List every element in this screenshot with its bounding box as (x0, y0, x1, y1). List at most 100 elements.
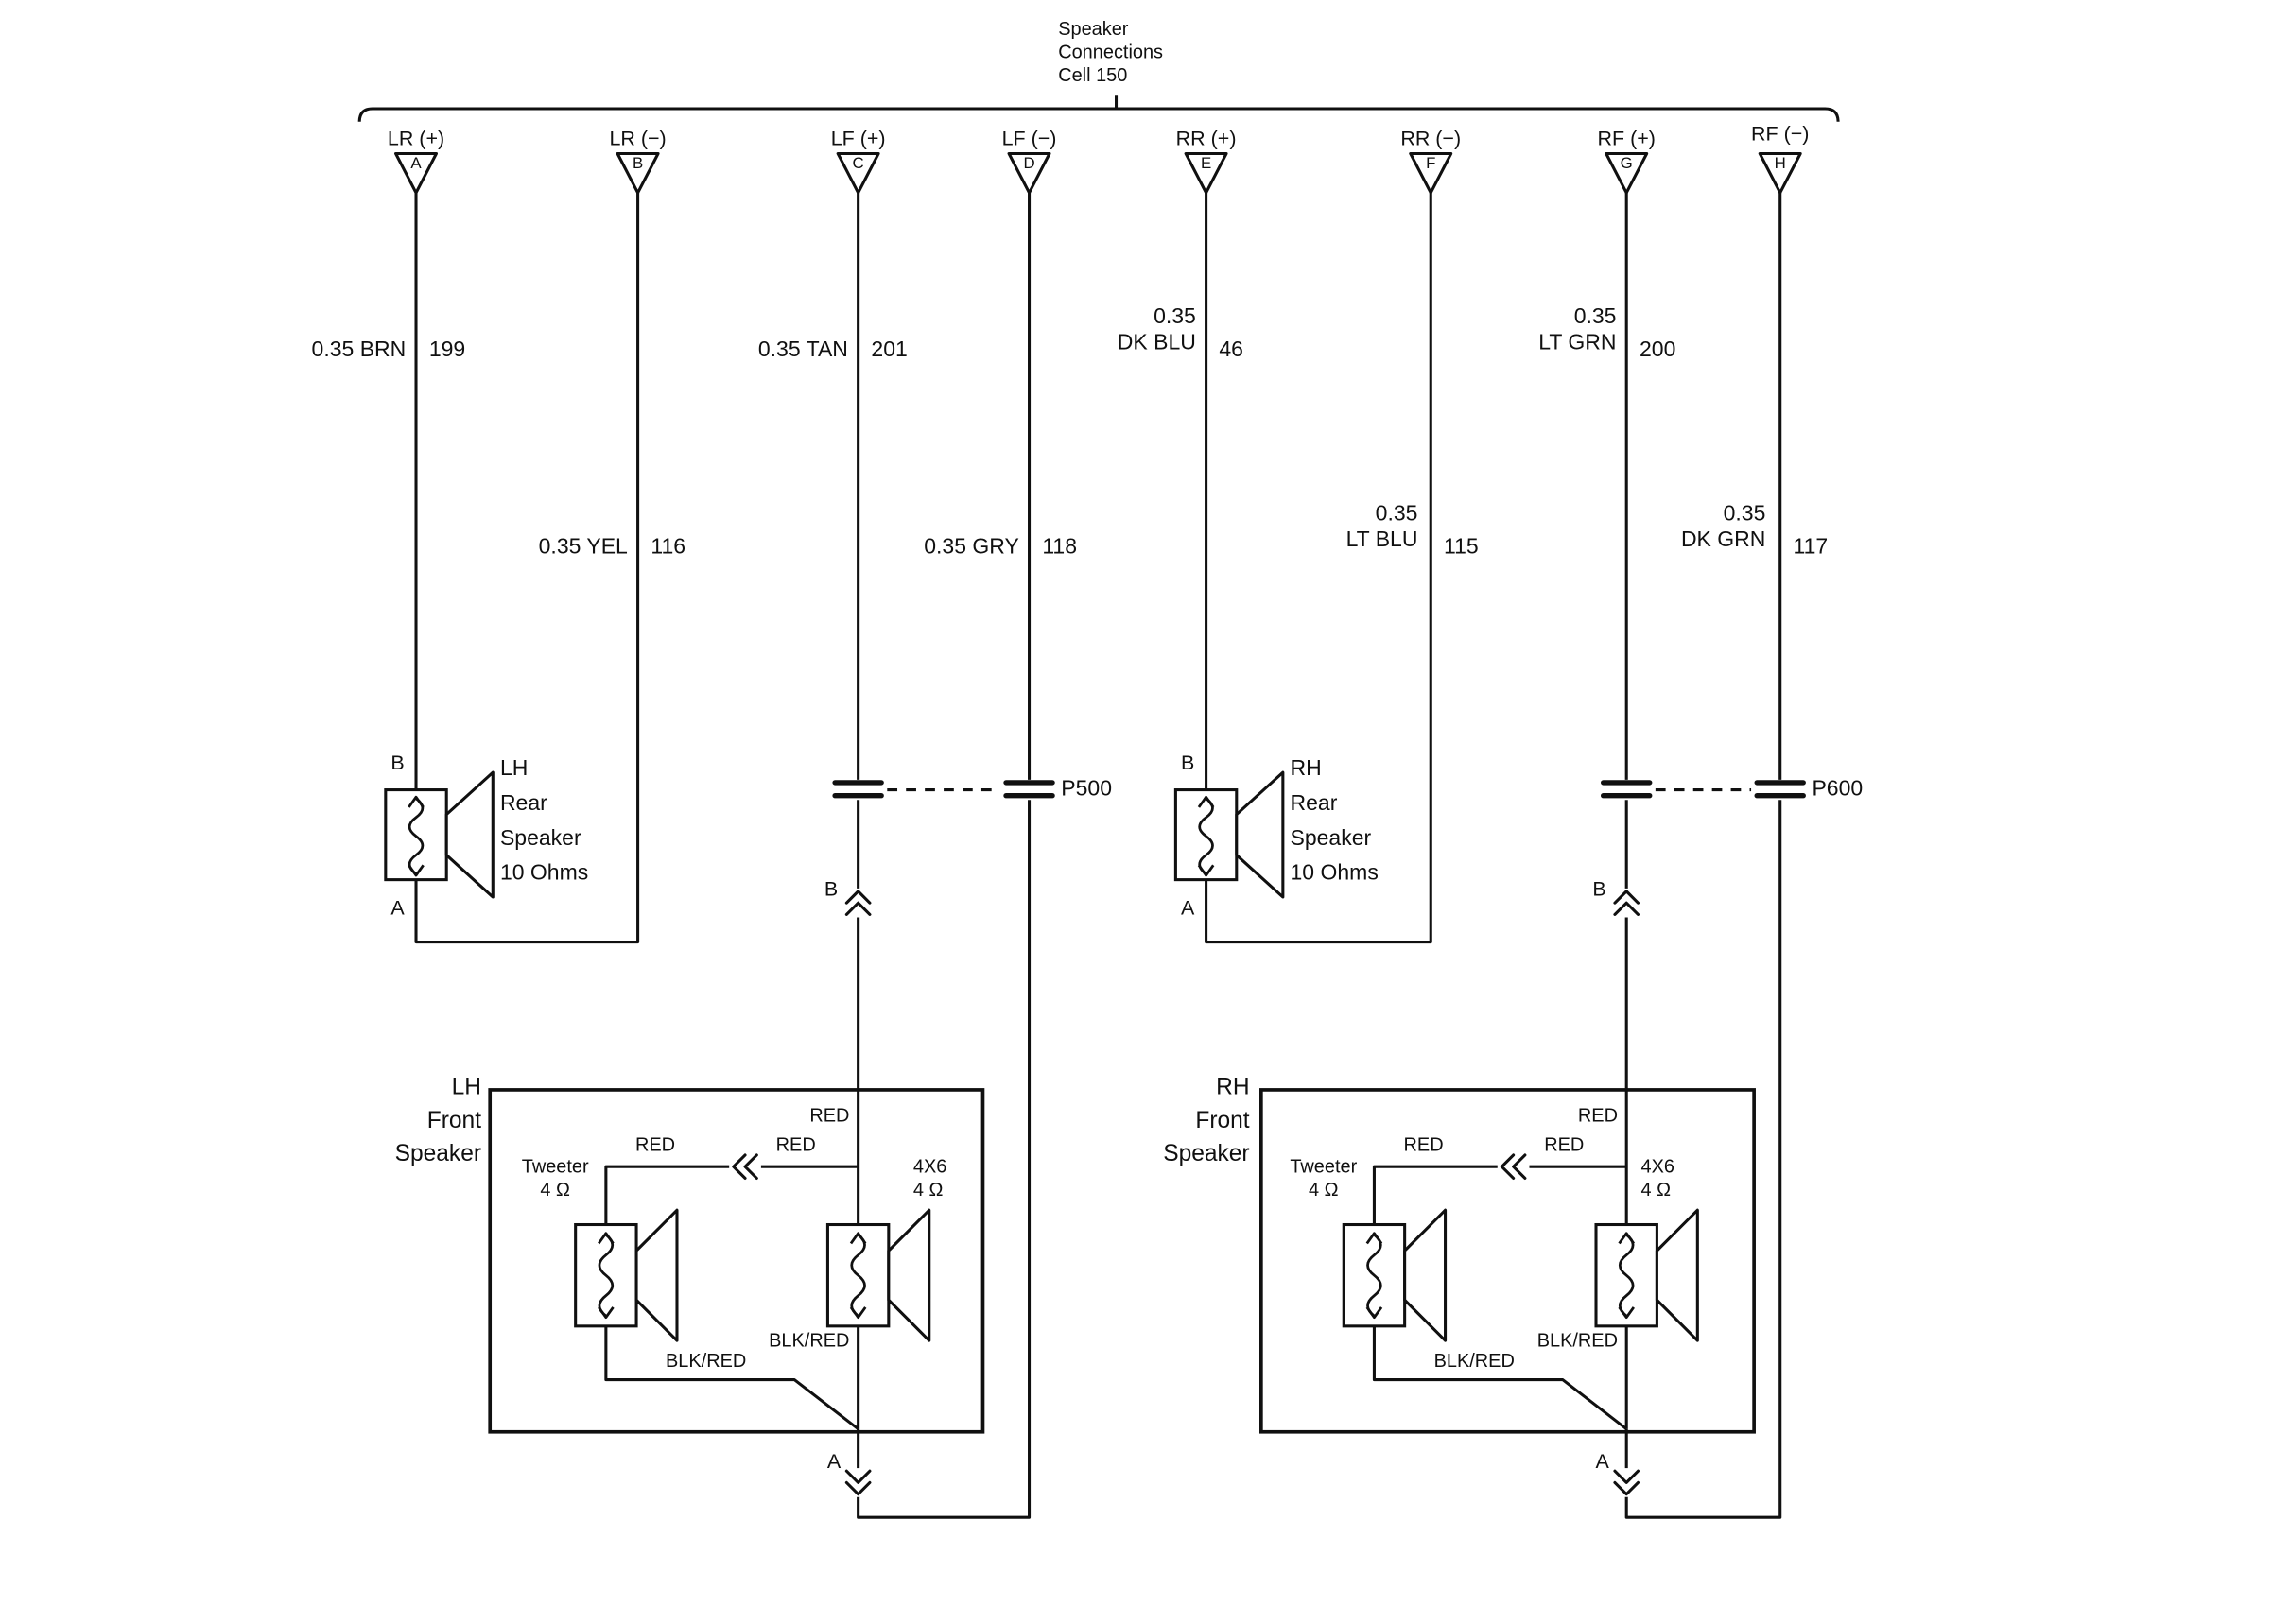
rear-rh-cone-icon (1235, 770, 1285, 899)
front-rh-tweeter-coil-icon (1366, 1234, 1382, 1318)
header-bracket (357, 95, 1840, 122)
connector-label-h: RF (−) (1751, 121, 1810, 146)
connector-label-g: RF (+) (1597, 126, 1656, 149)
front-rh-woofer-coil-arrows (1618, 1232, 1635, 1320)
inline-connector-p500 (832, 780, 1055, 799)
front-lh-tweeter-label: Tweeter 4 Ω (521, 1154, 589, 1201)
connector-label-c: LF (+) (830, 126, 886, 149)
front-lh-tweeter-coil-icon (598, 1234, 615, 1318)
front-lh-woofer-symbol (825, 1208, 931, 1342)
connector-triangle-b (616, 151, 660, 195)
p600-half-right-icon (1754, 780, 1806, 799)
front-rh-tweeter-label: Tweeter 4 Ω (1290, 1154, 1358, 1201)
rear-rh-name: RH Rear Speaker 10 Ohms (1290, 756, 1379, 886)
front-rh-wiring (1372, 1153, 1628, 1430)
front-lh-red-wire (604, 1165, 859, 1225)
wire-spec-lr-plus: 0.35 BRN (311, 337, 407, 363)
front-rh-woofer-label: 4X6 4 Ω (1640, 1154, 1675, 1201)
rear-rh-coil-arrows (1197, 795, 1215, 877)
wire-circuit-lr-minus: 116 (651, 534, 686, 560)
p500-half-right-icon (1003, 780, 1055, 799)
connector-triangle-c (836, 151, 880, 195)
break-b-lf-icon (844, 890, 872, 916)
rear-speaker-rh-symbol (1173, 770, 1285, 899)
front-rh-woofer-cone-icon (1655, 1208, 1699, 1342)
connector-pin-d: D (1023, 155, 1035, 173)
wire-rf-return (1624, 800, 1782, 1519)
front-lh-name: LH Front Speaker (394, 1075, 482, 1167)
p600-label: P600 (1812, 776, 1864, 802)
front-lh-woofer-label: 4X6 4 Ω (912, 1154, 947, 1201)
connector-pin-h: H (1774, 155, 1786, 173)
wire-circuit-rf-minus: 117 (1793, 534, 1829, 560)
wire-spec-rr-minus: 0.35 LT BLU (1345, 501, 1418, 553)
wire-circuit-rf-plus: 200 (1640, 337, 1676, 363)
front-lh-blkred-wire (604, 1325, 860, 1430)
front-rh-red-wire (1372, 1165, 1627, 1225)
rear-lh-coil-icon (408, 797, 425, 875)
front-lh-red-break-icon (732, 1153, 758, 1180)
front-rh-box (1259, 1088, 1756, 1434)
front-lh-woofer-coil-arrows (849, 1232, 867, 1320)
rear-rh-coil-icon (1198, 797, 1214, 875)
front-lh-red-vertical: RED (809, 1104, 850, 1127)
inline-connector-p600 (1600, 780, 1806, 799)
front-rh-tweeter-cone-icon (1403, 1208, 1448, 1342)
front-rh-blkred-right: BLK/RED (1536, 1328, 1619, 1351)
front-lh-tweeter-cone-icon (634, 1208, 679, 1342)
front-lh-woofer-cone-icon (887, 1208, 931, 1342)
front-lh-red-right: RED (775, 1132, 816, 1155)
rear-lh-cone-icon (444, 770, 495, 899)
connector-pin-c: C (852, 155, 864, 173)
break-b-lf-label: B (824, 876, 839, 901)
break-a-rf-label: A (1595, 1449, 1609, 1473)
rear-lh-coil-arrows (408, 795, 425, 877)
front-rh-red-vertical: RED (1577, 1104, 1619, 1127)
front-rh-woofer-coil-icon (1618, 1234, 1635, 1318)
rear-rh-terminal-a: A (1180, 895, 1195, 920)
rear-rh-terminal-b: B (1180, 751, 1195, 774)
connector-label-b: LR (−) (609, 126, 667, 149)
front-rh-blkred-left: BLK/RED (1433, 1349, 1515, 1372)
connector-triangle-h (1758, 151, 1802, 195)
rear-speaker-lh-symbol (384, 770, 495, 899)
front-rh-blkred-wire (1372, 1325, 1628, 1430)
connector-triangle-g (1605, 151, 1649, 195)
front-rh-woofer-symbol (1594, 1208, 1699, 1342)
wire-circuit-rr-plus: 46 (1219, 337, 1243, 363)
front-lh-blkred-left: BLK/RED (665, 1349, 747, 1372)
wire-circuit-lf-minus: 118 (1042, 534, 1078, 560)
connector-pin-g: G (1620, 155, 1633, 173)
wire-spec-lf-minus: 0.35 GRY (924, 534, 1019, 560)
wire-circuit-lr-plus: 199 (428, 337, 466, 363)
front-lh-woofer-coil-icon (850, 1234, 866, 1318)
front-rh-name: RH Front Speaker (1163, 1075, 1250, 1167)
p500-half-left-icon (832, 780, 884, 799)
connector-pin-f: F (1426, 155, 1436, 173)
break-a-lf-icon (844, 1469, 872, 1496)
connector-label-d: LF (−) (1001, 126, 1057, 149)
wire-rr-minus (1205, 192, 1432, 944)
break-b-rf-label: B (1592, 876, 1606, 901)
wires (414, 192, 1782, 1519)
connector-triangles (394, 151, 1802, 195)
p500-label: P500 (1061, 776, 1113, 802)
break-a-lf-label: A (826, 1449, 842, 1473)
connector-label-e: RR (+) (1175, 126, 1237, 149)
front-lh-wiring (604, 1153, 860, 1430)
rear-lh-name: LH Rear Speaker 10 Ohms (499, 756, 589, 886)
front-lh-red-left: RED (634, 1132, 676, 1155)
rear-lh-terminal-a: A (390, 895, 405, 920)
rear-lh-terminal-b: B (390, 751, 405, 774)
wire-lf-return (857, 800, 1032, 1519)
connector-pin-b: B (632, 155, 644, 173)
wire-lr-minus (414, 192, 640, 944)
connector-pin-a: A (410, 155, 422, 173)
connector-label-f: RR (−) (1400, 126, 1462, 149)
wire-circuit-lf-plus: 201 (871, 337, 908, 363)
wire-spec-rf-minus: 0.35 DK GRN (1680, 501, 1766, 553)
connector-label-a: LR (+) (387, 126, 445, 149)
connector-triangle-d (1007, 151, 1051, 195)
